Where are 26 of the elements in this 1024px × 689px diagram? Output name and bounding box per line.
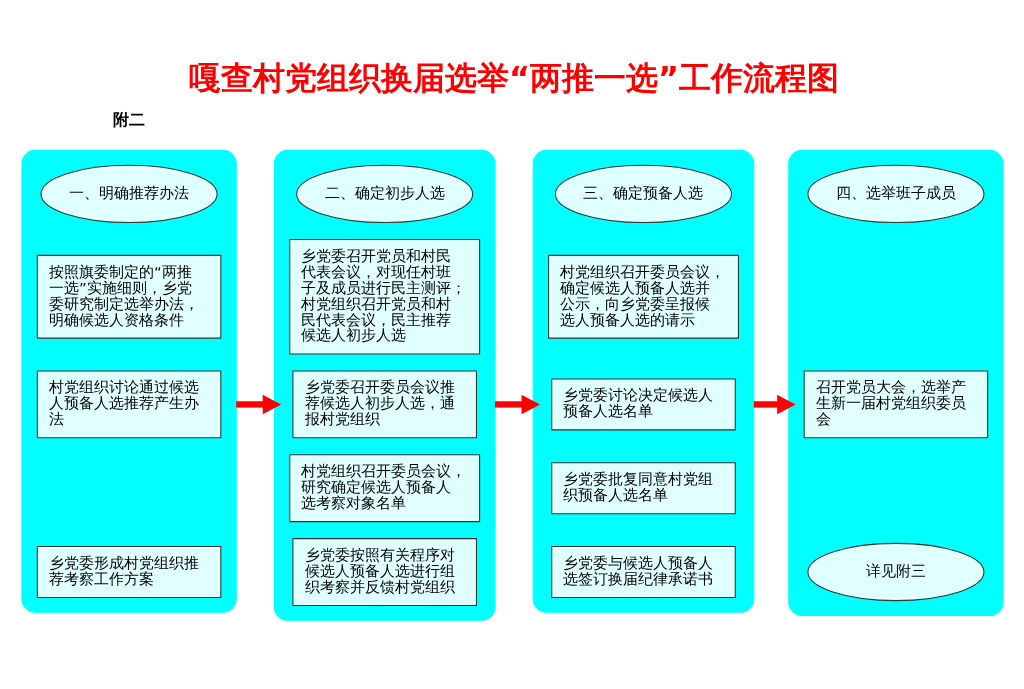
cluster [20,149,237,613]
node-ellipse: 四、选举班子成员 [806,164,984,224]
cluster [532,149,754,613]
diagram-title: 嘎查村党组织换届选举“两推一选”工作流程图 [188,58,839,97]
node-box: 乡党委讨论决定候选人预备人选名单 [550,378,736,431]
node-ellipse: 三、确定预备人选 [554,164,732,224]
node-box: 召开党员大会，选举产生新一届村党组织委员会 [803,370,988,439]
node-box: 乡党委召开党员和村民代表会议，对现任村班子及成员进行民主测评；村党组织召开党员和村民代表会议，民主推荐候选人初步人选 [288,238,480,355]
node-ellipse: 一、明确推荐办法 [40,164,218,224]
cluster [787,149,1004,617]
cluster [273,149,496,621]
node-box: 乡党委召开委员会议推荐候选人初步人选，通报村党组织 [291,370,477,439]
node-box: 乡党委批复同意村党组织预备人选名单 [550,462,736,515]
node-box: 按照旗委制定的“两推一选”实施细则，乡党委研究制定选举办法，明确候选人资格条件 [36,254,221,339]
arrow [753,394,796,415]
node-box: 村党组织召开委员会议，确定候选人预备人选并公示，向乡党委呈报候选人预备人选的请示 [547,254,739,339]
node-box: 村党组织召开委员会议，研究确定候选人预备人选考察对象名单 [288,454,480,523]
node-box: 乡党委形成村党组织推荐考察工作方案 [36,546,221,598]
node-box: 村党组织讨论通过候选人预备人选推荐产生办法 [36,370,221,439]
node-ellipse: 详见附三 [806,542,984,602]
label: 附二 [112,110,145,130]
node-ellipse: 二、确定初步人选 [295,164,473,224]
arrow [494,394,540,415]
node-box: 乡党委按照有关程序对候选人预备人选进行组织考察并反馈村党组织 [291,538,477,606]
node-box: 乡党委与候选人预备人选签订换届纪律承诺书 [550,546,736,598]
arrow [235,394,281,415]
